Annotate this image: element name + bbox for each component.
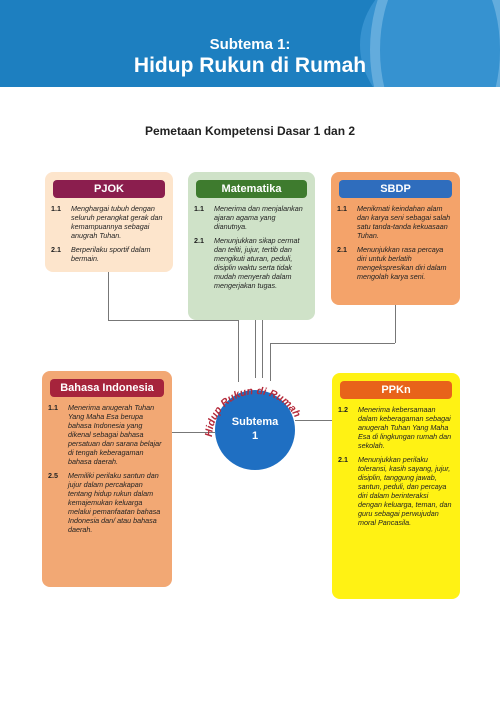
kd-item: 1.1 Menghargai tubuh dengan seluruh peran… [51, 204, 167, 240]
kd-text: Menunjukkan perilaku toleransi, kasih sa… [358, 455, 452, 527]
connector-pjok-v [108, 272, 109, 320]
kd-number: 2.1 [51, 245, 61, 254]
kd-number: 2.5 [48, 471, 58, 480]
kd-number: 2.1 [338, 455, 348, 464]
card-matematika-label: Matematika [196, 180, 307, 198]
kd-text: Menerima dan menjalankan ajaran agama ya… [214, 204, 303, 231]
kd-number: 2.1 [337, 245, 347, 254]
card-ppkn-label: PPKn [340, 381, 452, 399]
kd-item: 2.1 Menunjukkan rasa percaya diri untuk b… [337, 245, 454, 281]
kd-text: Menikmati keindahan alam dan karya seni … [357, 204, 451, 240]
kd-text: Menunjukkan sikap cermat dan teliti, juj… [214, 236, 300, 290]
subtheme-title: Hidup Rukun di Rumah [133, 54, 367, 77]
hub-arc-text: Hidup Rukun di Rumah [203, 385, 303, 437]
card-bahasa-indonesia: Bahasa Indonesia 1.1 Menerima anugerah Tu… [42, 371, 172, 587]
connector-pjok-down [238, 320, 239, 382]
kd-text: Berperilaku sportif dalam bermain. [71, 245, 151, 263]
kd-number: 1.1 [337, 204, 347, 213]
connector-sbdp-v [395, 305, 396, 343]
kd-text: Menerima anugerah Tuhan Yang Maha Esa be… [68, 403, 162, 466]
section-title: Pemetaan Kompetensi Dasar 1 dan 2 [144, 124, 356, 138]
hub-label-line1: Subtema [231, 416, 279, 428]
card-matematika: Matematika 1.1 Menerima dan menjalankan a… [188, 172, 315, 320]
svg-text:Hidup Rukun di Rumah: Hidup Rukun di Rumah [203, 385, 303, 437]
page-header: Subtema 1: Hidup Rukun di Rumah [0, 0, 500, 87]
kd-number: 1.1 [194, 204, 204, 213]
connector-pjok-h [108, 320, 238, 321]
kd-item: 1.2 Menerima kebersamaan dalam keberagama… [338, 405, 454, 450]
card-pjok-list: 1.1 Menghargai tubuh dengan seluruh peran… [51, 204, 167, 268]
kd-number: 1.1 [51, 204, 61, 213]
kd-item: 1.1 Menikmati keindahan alam dan karya se… [337, 204, 454, 240]
card-sbdp-list: 1.1 Menikmati keindahan alam dan karya se… [337, 204, 454, 286]
kd-number: 2.1 [194, 236, 204, 245]
card-sbdp: SBDP 1.1 Menikmati keindahan alam dan kar… [331, 172, 460, 305]
connector-mat-1 [255, 320, 256, 378]
kd-text: Memiliki perilaku santun dan jujur dalam… [68, 471, 161, 534]
kd-item: 2.1 Menunjukkan perilaku toleransi, kasih… [338, 455, 454, 527]
kd-number: 1.1 [48, 403, 58, 412]
subtheme-number: Subtema 1: [209, 36, 291, 53]
card-bahasa-indonesia-list: 1.1 Menerima anugerah Tuhan Yang Maha Esa… [48, 403, 166, 539]
kd-text: Menerima kebersamaan dalam keberagaman s… [358, 405, 452, 450]
kd-text: Menghargai tubuh dengan seluruh perangka… [71, 204, 163, 240]
connector-mat-2 [262, 320, 263, 378]
connector-bi [172, 432, 215, 433]
card-ppkn: PPKn 1.2 Menerima kebersamaan dalam keber… [332, 373, 460, 599]
hub-label: Subtema 1 [215, 415, 295, 443]
kd-text: Menunjukkan rasa percaya diri untuk berl… [357, 245, 447, 281]
kd-item: 1.1 Menerima dan menjalankan ajaran agama… [194, 204, 309, 231]
hub-label-line2: 1 [251, 430, 259, 442]
card-matematika-list: 1.1 Menerima dan menjalankan ajaran agama… [194, 204, 309, 295]
connector-sbdp-h [270, 343, 395, 344]
kd-item: 2.1 Menunjukkan sikap cermat dan teliti, … [194, 236, 309, 290]
kd-item: 1.1 Menerima anugerah Tuhan Yang Maha Esa… [48, 403, 166, 466]
card-pjok-label: PJOK [53, 180, 165, 198]
header-decoration-ring [370, 0, 500, 87]
card-ppkn-list: 1.2 Menerima kebersamaan dalam keberagama… [338, 405, 454, 532]
connector-sbdp-down [270, 343, 271, 381]
card-pjok: PJOK 1.1 Menghargai tubuh dengan seluruh … [45, 172, 173, 272]
kd-item: 2.1 Berperilaku sportif dalam bermain. [51, 245, 167, 263]
card-bahasa-indonesia-label: Bahasa Indonesia [50, 379, 164, 397]
kd-item: 2.5 Memiliki perilaku santun dan jujur da… [48, 471, 166, 534]
kd-number: 1.2 [338, 405, 348, 414]
connector-ppkn [295, 420, 332, 421]
hub-circle [215, 390, 295, 470]
card-sbdp-label: SBDP [339, 180, 452, 198]
hub-arc-label: Hidup Rukun di Rumah [203, 385, 303, 437]
